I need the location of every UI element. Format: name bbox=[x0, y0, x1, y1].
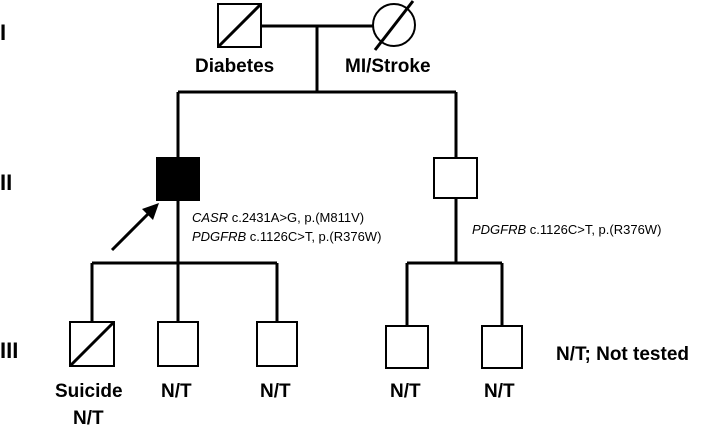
child5-square bbox=[481, 325, 523, 369]
generation-label-1: I bbox=[0, 20, 6, 45]
child4-status: N/T bbox=[390, 381, 421, 402]
proband-square bbox=[156, 157, 200, 201]
gen1-father bbox=[216, 2, 263, 49]
proband-mutation-2: PDGFRB c.1126C>T, p.(R376W) bbox=[192, 229, 381, 244]
child2-square bbox=[157, 321, 199, 367]
deceased-slash bbox=[373, 0, 415, 51]
generation-label-2: II bbox=[0, 170, 12, 195]
mother-label: MI/Stroke bbox=[345, 56, 431, 77]
sibling-mutation-1: PDGFRB c.1126C>T, p.(R376W) bbox=[472, 222, 661, 237]
child4-square bbox=[385, 325, 429, 369]
deceased-slash bbox=[68, 320, 116, 368]
proband-arrow bbox=[110, 209, 153, 252]
proband-mutation-1: CASR c.2431A>G, p.(M811V) bbox=[192, 210, 364, 225]
child5-status: N/T bbox=[484, 381, 515, 402]
deceased-slash bbox=[216, 2, 263, 49]
proband-arrowhead bbox=[142, 203, 159, 220]
child3-square bbox=[256, 321, 298, 367]
generation-label-3: III bbox=[0, 338, 18, 363]
child1-label: Suicide bbox=[55, 381, 123, 402]
gen3-child1 bbox=[68, 320, 116, 368]
child3-status: N/T bbox=[260, 381, 291, 402]
child2-status: N/T bbox=[161, 381, 192, 402]
sibling-square bbox=[433, 157, 478, 199]
legend-not-tested: N/T; Not tested bbox=[556, 344, 689, 365]
father-label: Diabetes bbox=[195, 56, 274, 77]
gen1-mother bbox=[372, 0, 416, 51]
child1-status: N/T bbox=[73, 408, 104, 428]
